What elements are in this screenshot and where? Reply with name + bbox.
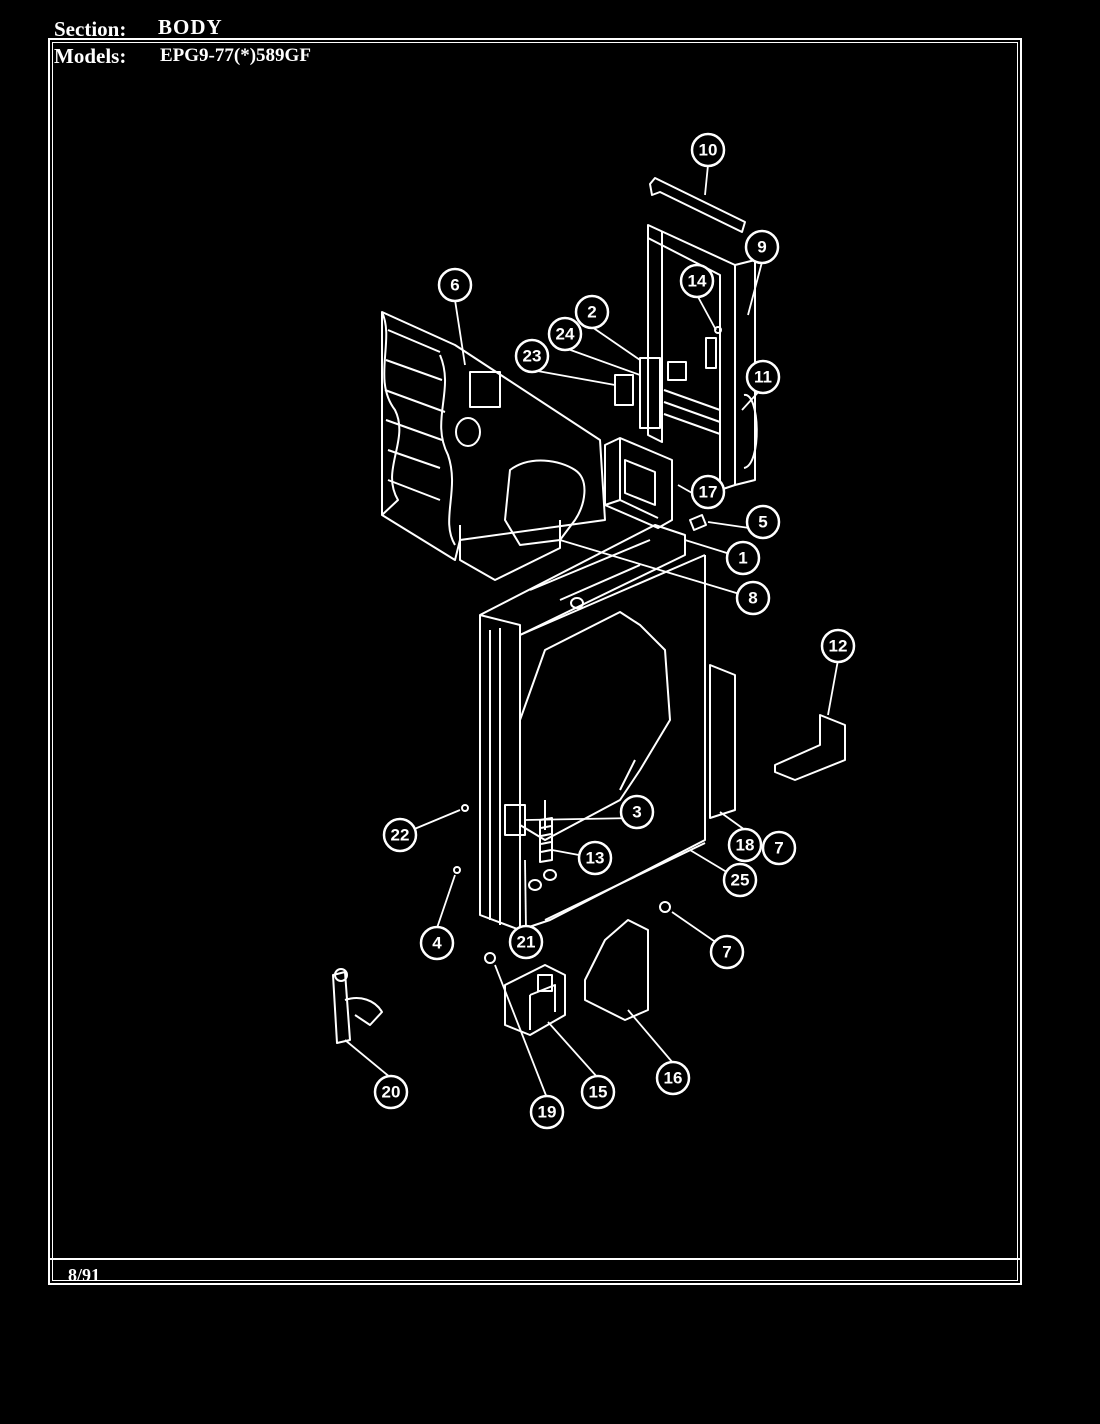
callout-18: 18 [727, 827, 763, 863]
control-box-part [604, 437, 673, 529]
callout-11: 11 [745, 359, 781, 395]
callout-4: 4 [419, 925, 455, 961]
callout-13: 13 [577, 840, 613, 876]
callout-21: 21 [508, 924, 544, 960]
screw-22 [461, 804, 469, 812]
svg-text:25: 25 [731, 871, 750, 890]
front-frame-part [479, 524, 736, 931]
svg-text:12: 12 [829, 637, 848, 656]
footer-divider [50, 1258, 1020, 1260]
callout-14: 14 [679, 263, 715, 299]
svg-text:17: 17 [699, 483, 718, 502]
models-label: Models: [54, 44, 127, 68]
callout-12: 12 [820, 628, 856, 664]
callout-8: 8 [735, 580, 771, 616]
svg-text:5: 5 [758, 513, 767, 532]
mounting-bracket-part [774, 714, 846, 781]
rear-panel-part [381, 311, 606, 581]
svg-text:13: 13 [586, 849, 605, 868]
svg-text:9: 9 [757, 238, 766, 257]
svg-text:7: 7 [722, 943, 731, 962]
callout-25: 25 [722, 862, 758, 898]
svg-text:6: 6 [450, 276, 459, 295]
svg-text:8: 8 [748, 589, 757, 608]
callout-19: 19 [529, 1094, 565, 1130]
svg-text:4: 4 [432, 934, 442, 953]
svg-text:14: 14 [688, 272, 707, 291]
svg-text:2: 2 [587, 303, 596, 322]
svg-text:10: 10 [699, 141, 718, 160]
page-frame [48, 38, 1022, 1285]
callout-7-right: 7 [761, 830, 797, 866]
callout-20: 20 [373, 1074, 409, 1110]
callout-3: 3 [619, 794, 655, 830]
svg-text:15: 15 [589, 1083, 608, 1102]
page-frame-inner [52, 42, 1018, 1281]
svg-text:11: 11 [754, 368, 772, 387]
models-value: EPG9-77(*)589GF [160, 45, 311, 66]
top-bracket-part [649, 177, 746, 233]
callout-5: 5 [745, 504, 781, 540]
section-label: Section: [54, 17, 127, 41]
callout-24: 24 [547, 316, 583, 352]
hinge-hardware-part [614, 326, 722, 429]
svg-text:7: 7 [774, 839, 783, 858]
svg-text:18: 18 [736, 836, 755, 855]
svg-text:1: 1 [738, 549, 747, 568]
switch-cover-part [584, 919, 649, 1021]
callout-10: 10 [690, 132, 726, 168]
svg-text:16: 16 [664, 1069, 683, 1088]
screw-7 [659, 901, 671, 913]
callout-16: 16 [655, 1060, 691, 1096]
screw-4 [453, 866, 461, 874]
switch-part [504, 964, 566, 1036]
section-value: BODY [158, 15, 223, 39]
callout-23: 23 [514, 338, 550, 374]
clip-part [689, 514, 707, 531]
callout-1: 1 [725, 540, 761, 576]
screw-19 [484, 952, 496, 964]
svg-text:21: 21 [517, 933, 536, 952]
callout-2: 2 [574, 294, 610, 330]
callout-9: 9 [744, 229, 780, 265]
hinge-part [332, 968, 383, 1044]
callout-17: 17 [690, 474, 726, 510]
callout-15: 15 [580, 1074, 616, 1110]
svg-text:19: 19 [538, 1103, 557, 1122]
svg-text:23: 23 [523, 347, 542, 366]
callout-7-lower: 7 [709, 934, 745, 970]
svg-text:3: 3 [632, 803, 641, 822]
svg-text:24: 24 [556, 325, 575, 344]
callout-6: 6 [437, 267, 473, 303]
footer-date: 8/91 [68, 1265, 101, 1285]
svg-text:22: 22 [391, 826, 410, 845]
svg-text:20: 20 [382, 1083, 401, 1102]
callout-22: 22 [382, 817, 418, 853]
